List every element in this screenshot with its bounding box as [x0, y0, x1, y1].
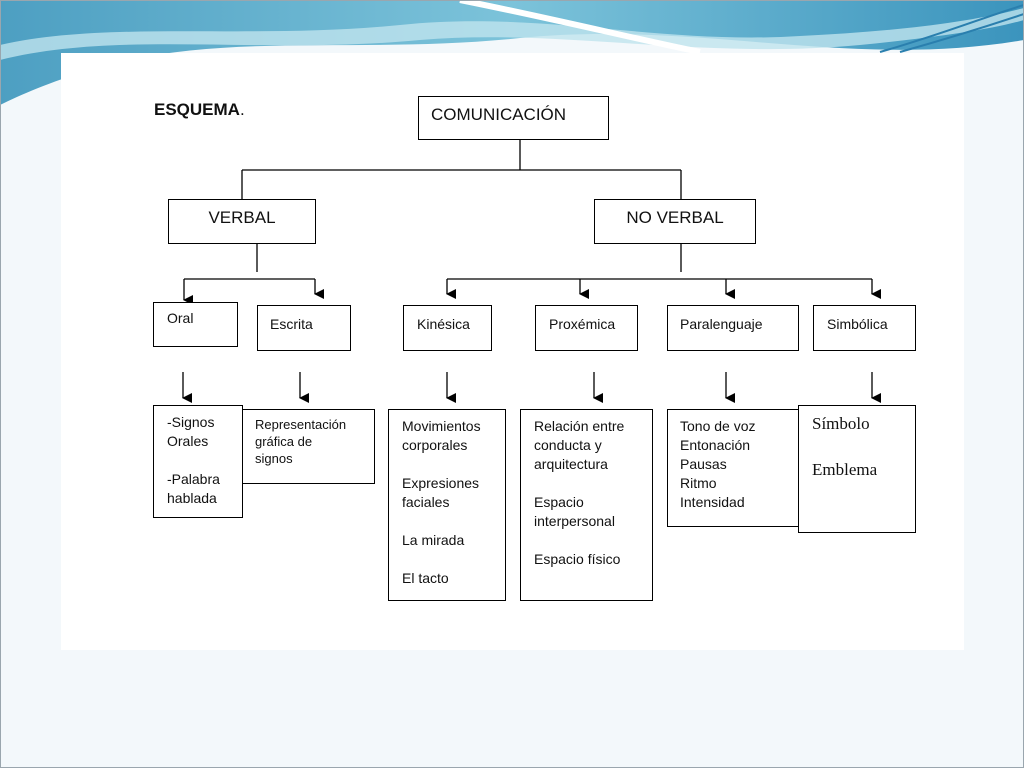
kinesica-details: Movimientos corporales Expresiones facia…	[402, 418, 481, 586]
paralenguaje-details-box: Tono de voz Entonación Pausas Ritmo Inte…	[667, 409, 800, 527]
diagram-paper	[61, 53, 964, 650]
oral-label: Oral	[167, 310, 194, 326]
proxemica-label: Proxémica	[549, 316, 616, 332]
simbolica-label: Simbólica	[827, 316, 888, 332]
proxemica-node: Proxémica	[535, 305, 638, 351]
simbolica-details: Símbolo Emblema	[812, 414, 878, 479]
kinesica-label: Kinésica	[417, 316, 470, 332]
root-label: COMUNICACIÓN	[431, 105, 567, 124]
verbal-node: VERBAL	[168, 199, 316, 244]
top-wave-white-stroke	[459, 0, 701, 55]
top-wave-highlight	[0, 8, 1024, 60]
oral-details-box: -Signos Orales -Palabra hablada	[153, 405, 243, 518]
kinesica-details-box: Movimientos corporales Expresiones facia…	[388, 409, 506, 601]
top-wave-band	[0, 0, 1024, 105]
diagram-title: ESQUEMA.	[154, 100, 245, 120]
top-wave-right-lines	[879, 4, 1024, 53]
paralenguaje-details: Tono de voz Entonación Pausas Ritmo Inte…	[680, 418, 756, 510]
paralenguaje-node: Paralenguaje	[667, 305, 799, 351]
no-verbal-node: NO VERBAL	[594, 199, 756, 244]
no-verbal-label: NO VERBAL	[626, 208, 724, 227]
escrita-node: Escrita	[257, 305, 351, 351]
verbal-label: VERBAL	[208, 208, 276, 227]
root-node: COMUNICACIÓN	[418, 96, 609, 140]
simbolica-details-box: Símbolo Emblema	[798, 405, 916, 533]
oral-details: -Signos Orales -Palabra hablada	[167, 414, 220, 506]
escrita-details: Representación gráfica de signos	[255, 417, 347, 466]
proxemica-details: Relación entre conducta y arquitectura E…	[534, 418, 625, 567]
simbolica-node: Simbólica	[813, 305, 916, 351]
kinesica-node: Kinésica	[403, 305, 492, 351]
paralenguaje-label: Paralenguaje	[680, 316, 763, 332]
title-text: ESQUEMA	[154, 100, 240, 119]
oral-node: Oral	[153, 302, 238, 347]
escrita-label: Escrita	[270, 316, 313, 332]
proxemica-details-box: Relación entre conducta y arquitectura E…	[520, 409, 653, 601]
title-period: .	[239, 100, 245, 119]
escrita-details-box: Representación gráfica de signos	[242, 409, 375, 484]
